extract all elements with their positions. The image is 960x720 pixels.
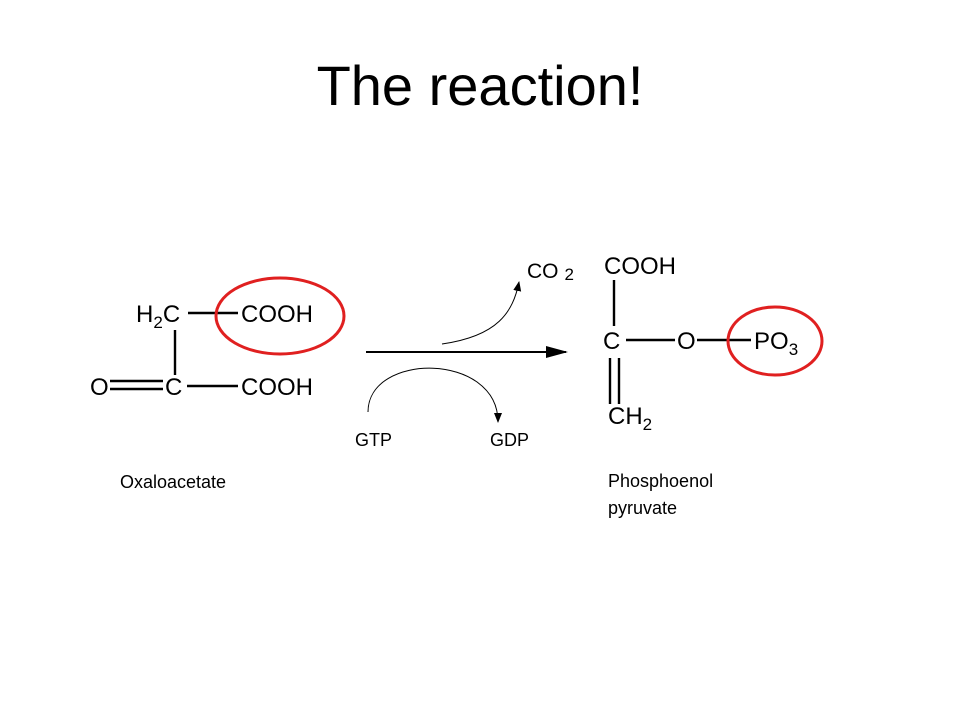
- slide-title: The reaction!: [316, 54, 644, 117]
- gdp-label: GDP: [490, 430, 529, 450]
- pep-carbon: C: [603, 328, 620, 355]
- pep-structure: COOH C O PO3 CH2: [603, 253, 824, 434]
- highlight-ring-cooh: [214, 276, 346, 356]
- po3-group: PO3: [754, 328, 798, 359]
- cooh-bottom-group: COOH: [241, 374, 313, 401]
- reaction-arrows: [366, 281, 568, 423]
- carbonyl-oxygen: O: [90, 374, 109, 401]
- co2-release-arrow: [441, 281, 522, 345]
- gtp-label: GTP: [355, 430, 392, 450]
- h2c-group: H2C: [136, 301, 180, 332]
- gtp-gdp-arrow: [367, 367, 502, 423]
- ch2-group: CH2: [608, 403, 652, 434]
- highlight-ring-po3: [726, 305, 824, 377]
- cooh-top-group: COOH: [241, 301, 313, 328]
- reactant-name: Oxaloacetate: [120, 472, 226, 492]
- oxaloacetate-structure: H2C COOH O C COOH: [90, 276, 346, 401]
- pep-cooh-group: COOH: [604, 253, 676, 280]
- product-name-line2: pyruvate: [608, 498, 677, 518]
- product-name-line1: Phosphoenol: [608, 471, 713, 491]
- central-carbon: C: [165, 374, 182, 401]
- pep-oxygen: O: [677, 328, 696, 355]
